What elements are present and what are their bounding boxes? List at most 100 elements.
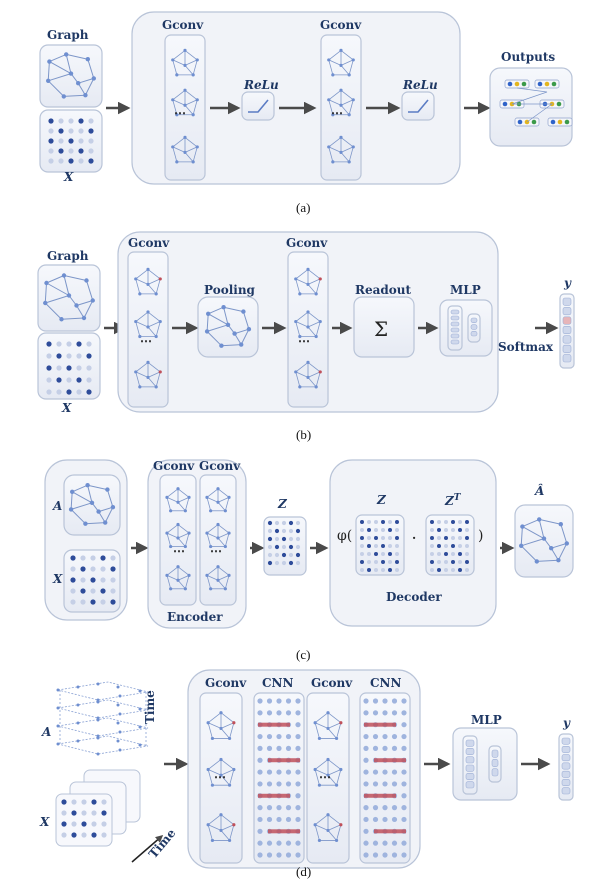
a-graph-edge [77, 82, 86, 96]
c-dec-z-dot [395, 544, 399, 548]
b-gconv1-col-graph-edge [147, 278, 161, 285]
c-a-graph-edge [72, 484, 88, 493]
b-sum-symbol: Σ [374, 317, 389, 341]
b-gconv2-col-graph-edge [307, 269, 321, 280]
d-gconv2-col-graph-edge [314, 722, 320, 739]
d-a-layer [57, 735, 149, 755]
d-cnn1-col-dot [295, 698, 301, 704]
d-gconv1-col-graph-node [210, 838, 215, 843]
c-gconv1-col-graph-edge [166, 575, 172, 589]
c-gconv1-col-graph-edge [177, 537, 186, 547]
d-cnn2-col-dot [382, 816, 388, 823]
c-dec-z-dot [367, 536, 371, 540]
b-gconv2-col-graph-edge [295, 278, 301, 294]
d-gconv2-col-graph-edge [336, 769, 342, 786]
a-gconv2-col-graph-node [351, 98, 355, 102]
c-zt-dot [465, 520, 469, 524]
b-graph-node [81, 315, 87, 321]
b-gconv1-col-graph-edge [147, 284, 157, 295]
b-graph-edge [63, 275, 87, 281]
c-zt-dot [458, 528, 462, 532]
d-cnn2-col-dot [401, 698, 407, 704]
d-gconv2-col-graph-edge [327, 824, 342, 831]
c-ahat-graph-edge [536, 559, 559, 562]
d-a-node [56, 742, 60, 746]
d-gconv1-col-graph-node [227, 736, 232, 741]
a-gconv1-col-graph-edge [172, 59, 186, 66]
d-gconv2-col-graph-node [326, 773, 330, 777]
d-y-vec-cell [561, 770, 571, 778]
c-z-dot [281, 528, 287, 534]
b-x-dot [46, 365, 52, 371]
d-cnn2-col-dot [363, 840, 369, 846]
a-gconv2-col-graph-edge [340, 50, 354, 61]
c-gconv1-col-graph-node [183, 544, 187, 549]
d-mlp-vec1-cell [465, 764, 475, 772]
d-a-node [116, 685, 120, 689]
b-gconv2-col-graph-node [294, 277, 298, 281]
d-cnn2-col-dot [382, 781, 388, 787]
b-gconv2-col-graph-node [298, 385, 302, 389]
c-gconv1-col-graph-node [165, 573, 169, 577]
c-dec-z-dot [388, 568, 392, 572]
c-gconv1-col-graph-edge [184, 497, 190, 511]
b-gconv1-col-graph-node [138, 292, 142, 296]
b-gconv1-col-graph-edge [147, 377, 157, 388]
c-gconv1-col-graph-edge [166, 574, 179, 581]
c-x-dot [90, 599, 96, 605]
a-relu2-label: ReLu [403, 78, 438, 92]
d-cnn1-col-dot [276, 710, 282, 716]
d-cnn1-col-dot [266, 805, 273, 811]
d-x-dot [81, 832, 87, 838]
d-caption: (d) [296, 864, 312, 879]
c-a-graph-edge [87, 484, 108, 491]
a-x-dot [88, 138, 94, 144]
c-zt-dot [437, 560, 441, 564]
c-x-dot [110, 577, 116, 583]
c-zt-dot [451, 568, 455, 572]
d-x-dot [91, 810, 97, 816]
c-dec-z-dot [395, 568, 399, 572]
c-zt-dot [458, 536, 462, 540]
d-cnn1-col-bar [258, 793, 290, 798]
d-cnn1-col-dot [257, 840, 263, 846]
c-ahat-box [514, 504, 574, 578]
b-pool-graph-node [206, 311, 211, 316]
c-gconv1-col-graph-edge [177, 579, 186, 590]
c-gconv1-col-graph-edge [184, 575, 190, 589]
a-graph-edge [65, 54, 72, 74]
c-ahat-graph-node [519, 543, 524, 548]
d-cnn1-col-dot [257, 757, 263, 763]
b-pool-graph-node [232, 331, 237, 336]
c-x-dot [100, 566, 106, 572]
d-a-node [96, 736, 100, 740]
d-gconv1-col-graph-edge [207, 769, 222, 776]
a-graph-edge [78, 77, 94, 84]
d-cnn2-col-dot [401, 852, 407, 858]
d-gconv2-col-graph-edge [314, 712, 329, 724]
d-cnn1-col-dot [276, 745, 282, 751]
a-x-dot [58, 128, 64, 134]
a-gconv1-col-graph-edge [192, 99, 198, 115]
d-gconv1-col-graph-node [232, 721, 236, 725]
a-gconv1-col-graph-node [191, 160, 195, 164]
c-x-dot [70, 599, 76, 605]
d-mlp-label: MLP [471, 713, 502, 727]
c-dec-z-dot [395, 552, 399, 556]
c-zt-dot [465, 568, 469, 572]
c-gconv2-col-graph-edge [206, 574, 219, 581]
a-panel-frame [131, 11, 461, 185]
b-x-dot [76, 341, 82, 347]
c-gconv1-col-graph-node [183, 509, 187, 513]
c-gconv2-col-graph-edge [206, 575, 212, 589]
c-z-dot [274, 536, 280, 542]
c-z-dot [274, 552, 280, 558]
d-cnn1-col-dot [257, 745, 263, 751]
a-gconv2-col-graph-node [339, 150, 343, 154]
d-y-vec-cell [561, 745, 571, 753]
d-gconv1-col-graph-node [232, 767, 236, 772]
c-gconv1-col-graph-node [176, 500, 180, 504]
c-z-dot [274, 528, 280, 534]
b-gconv1-col-graph-edge [135, 321, 149, 328]
c-dec-z-dot [374, 528, 378, 532]
